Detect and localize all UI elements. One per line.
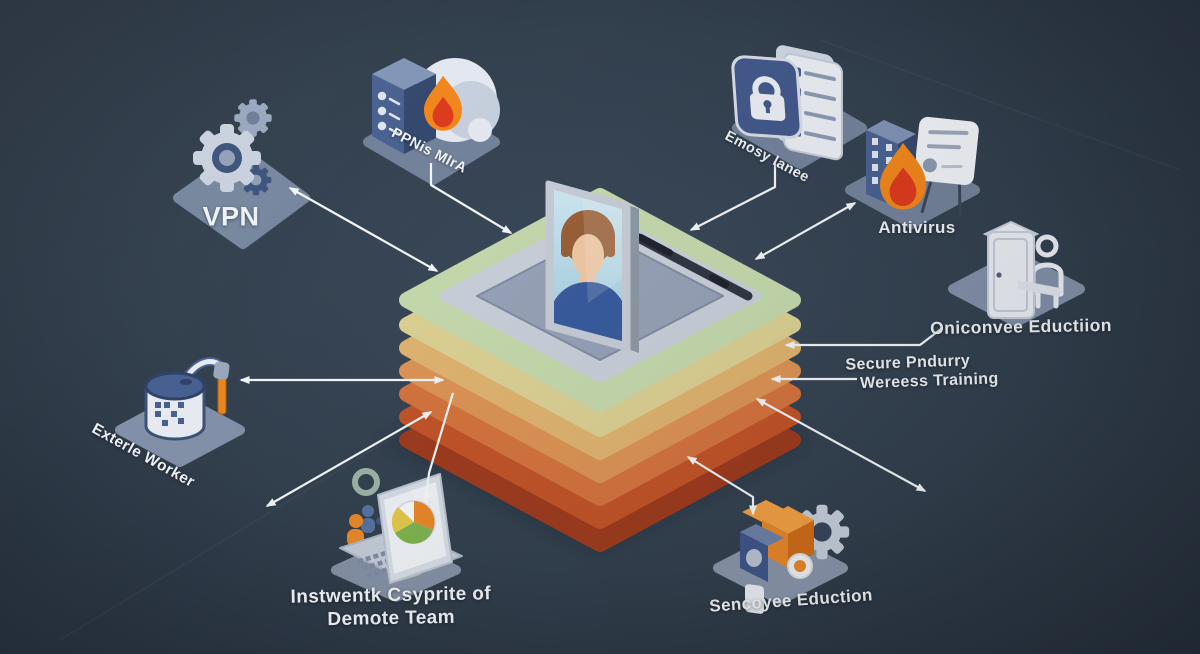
tablet-slot xyxy=(708,273,730,289)
connector-arrow xyxy=(689,161,777,231)
building-flame-certificate-icon xyxy=(845,116,980,229)
remote-team-network-line1: Instwentk Csyprite of xyxy=(290,583,492,608)
laptop-chart-people-icon xyxy=(331,468,463,602)
connector-arrow xyxy=(265,411,433,507)
pie-chart xyxy=(391,500,436,544)
connector-arrow xyxy=(288,187,439,272)
pixel-pattern xyxy=(155,402,184,426)
awareness-training-label: Secure Pndurry Wereess Training xyxy=(845,350,999,393)
remote-team-network-label: Instwentk Csyprite of Demote Team xyxy=(290,582,491,631)
onboarding-label: Oniconvee Eductiion xyxy=(930,314,1112,339)
container-pump-icon xyxy=(115,357,245,467)
blue-cube xyxy=(740,524,784,614)
identity-stack-illustration xyxy=(385,180,805,552)
vpn-label: VPN xyxy=(202,201,260,232)
tablet-slot xyxy=(636,233,674,257)
antivirus-label: Antivirus xyxy=(878,218,956,237)
server-flame-cloud-icon xyxy=(363,58,500,185)
connector-arrow xyxy=(686,456,757,516)
connector-arrow xyxy=(754,202,857,260)
lock-checklist-icon xyxy=(731,45,867,169)
connector-arrow xyxy=(422,392,455,504)
user-avatar-card xyxy=(545,180,639,353)
remote-team-network-line2: Demote Team xyxy=(327,606,456,631)
door-person-icon xyxy=(948,220,1085,327)
connector-arrow xyxy=(784,328,942,349)
lock-tile xyxy=(731,55,803,139)
connector-arrow xyxy=(429,163,513,234)
connector-arrow xyxy=(755,398,927,492)
certificate-card xyxy=(914,116,979,215)
avatar xyxy=(554,190,622,341)
package-gear-wheel-icon xyxy=(713,500,850,614)
